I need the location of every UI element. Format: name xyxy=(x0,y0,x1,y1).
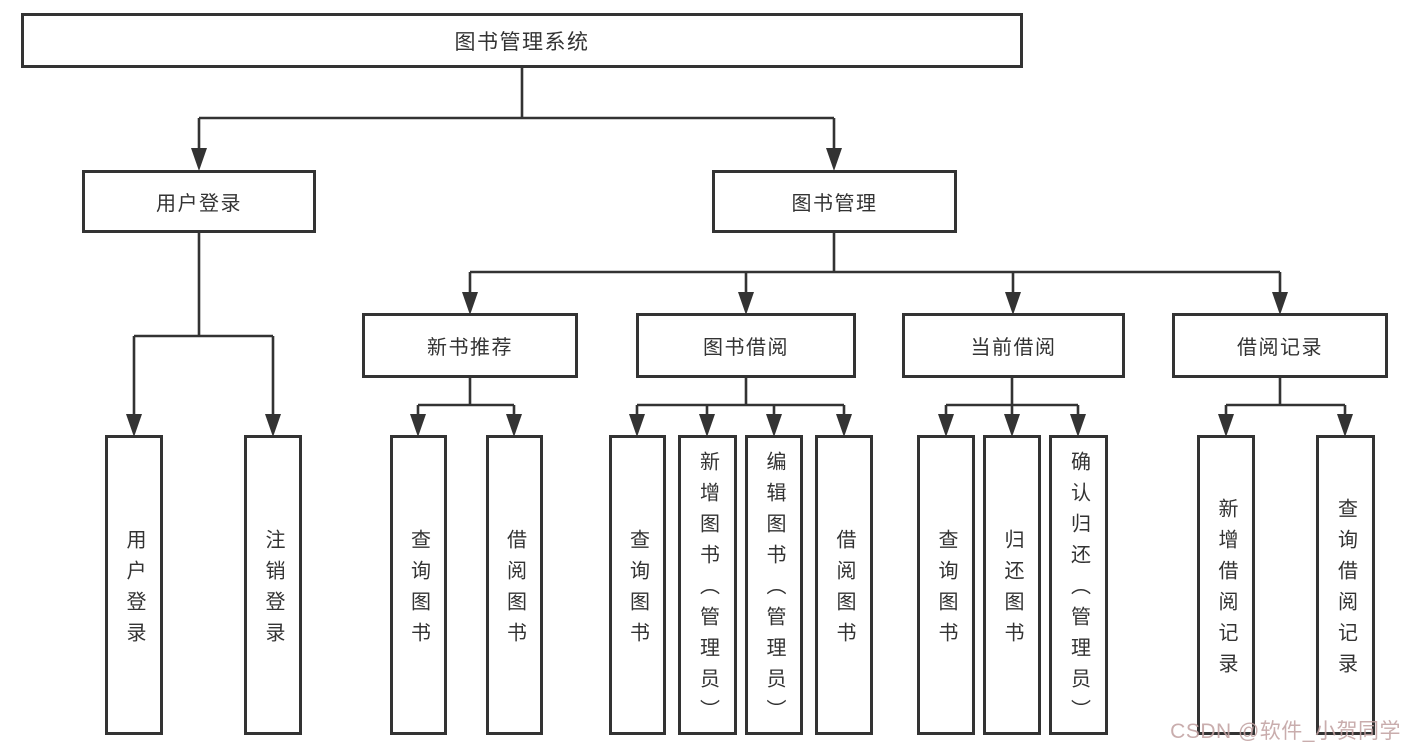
node-label: 借阅记录 xyxy=(1237,337,1323,359)
node-label: 借阅图书 xyxy=(833,528,855,653)
node-label: 用户登录 xyxy=(156,193,242,215)
node-label: 图书管理系统 xyxy=(454,30,590,54)
leaf-return-books: 归还图书 xyxy=(983,435,1041,735)
node-label: 图书管理 xyxy=(791,193,878,215)
leaf-confirm-return-admin: 确认归还（管理员） xyxy=(1049,435,1108,735)
leaf-add-borrow-record: 新增借阅记录 xyxy=(1197,435,1255,735)
node-label: 注销登录 xyxy=(262,528,284,653)
node-book-borrowing: 图书借阅 xyxy=(636,313,856,378)
node-label: 编辑图书（管理员） xyxy=(763,451,785,730)
leaf-query-books-borrowing: 查询图书 xyxy=(609,435,666,735)
node-book-management: 图书管理 xyxy=(712,170,957,233)
node-label: 查询图书 xyxy=(626,528,649,653)
node-label: 图书借阅 xyxy=(703,337,789,359)
leaf-borrow-books-recommend: 借阅图书 xyxy=(486,435,543,735)
node-label: 当前借阅 xyxy=(970,337,1057,359)
leaf-query-books-current: 查询图书 xyxy=(917,435,975,735)
leaf-add-books-admin: 新增图书（管理员） xyxy=(678,435,737,735)
node-current-borrowing: 当前借阅 xyxy=(902,313,1125,378)
node-label: 新增借阅记录 xyxy=(1215,497,1237,684)
leaf-logout: 注销登录 xyxy=(244,435,302,735)
node-label: 查询图书 xyxy=(407,528,430,653)
node-label: 确认归还（管理员） xyxy=(1067,451,1090,730)
node-library-management-system: 图书管理系统 xyxy=(21,13,1023,68)
leaf-borrow-books: 借阅图书 xyxy=(815,435,873,735)
node-label: 新增图书（管理员） xyxy=(696,451,719,730)
leaf-edit-books-admin: 编辑图书（管理员） xyxy=(745,435,803,735)
node-user-login: 用户登录 xyxy=(82,170,316,233)
leaf-query-books-recommend: 查询图书 xyxy=(390,435,447,735)
node-new-book-recommend: 新书推荐 xyxy=(362,313,578,378)
leaf-query-borrow-record: 查询借阅记录 xyxy=(1316,435,1375,735)
node-label: 借阅图书 xyxy=(503,528,526,653)
node-borrowing-records: 借阅记录 xyxy=(1172,313,1388,378)
node-label: 用户登录 xyxy=(123,528,145,653)
node-label: 查询借阅记录 xyxy=(1334,497,1357,684)
node-label: 归还图书 xyxy=(1001,528,1023,653)
node-label: 查询图书 xyxy=(935,528,957,653)
leaf-user-login: 用户登录 xyxy=(105,435,163,735)
watermark: CSDN @软件_小贺同学 xyxy=(1170,720,1401,743)
node-label: 新书推荐 xyxy=(427,337,513,359)
